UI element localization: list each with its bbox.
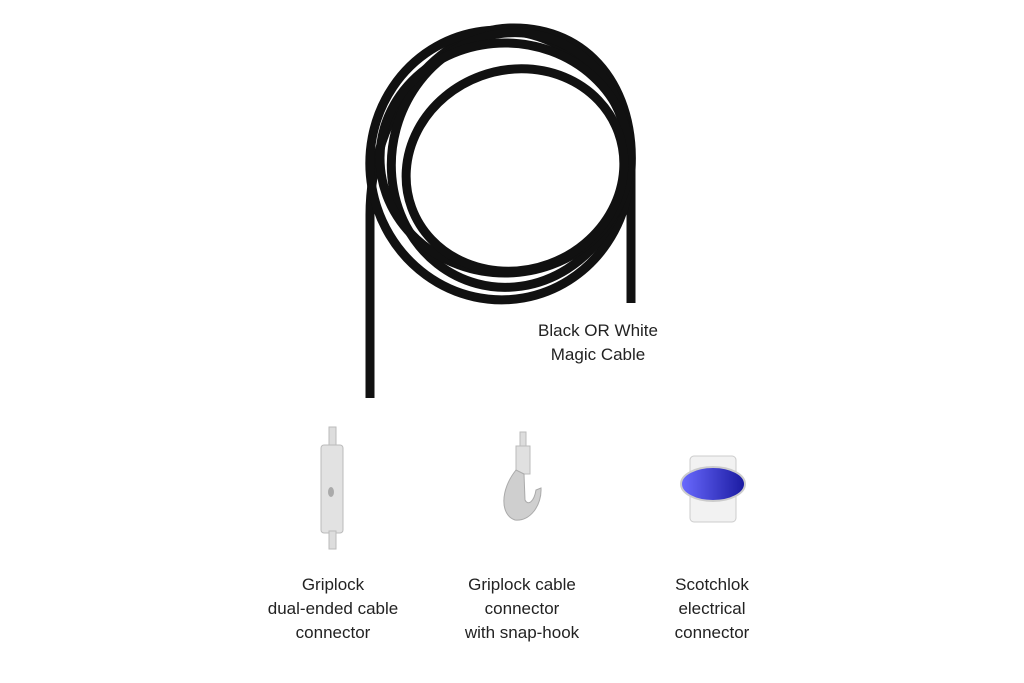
label-line: Scotchlok [675,575,749,594]
cable-label-line-1: Black OR White [538,321,658,340]
griplock-dual-label: Griplock dual-ended cable connector [268,573,398,645]
cable-label-line-2: Magic Cable [550,345,646,364]
griplock-hook-label: Griplock cable connector with snap-hook [465,573,579,645]
label-line: electrical [678,599,746,618]
griplock-snap-hook-icon [503,431,542,521]
label-line: with snap-hook [464,623,580,642]
magic-cable-coil [365,23,636,398]
griplock-dual-ended-icon [320,426,344,550]
label-line: Griplock [301,575,365,594]
cable-label: Black OR White Magic Cable [538,319,658,367]
scotchlok-label: Scotchlok electrical connector [675,573,750,645]
label-line: Griplock cable [468,575,576,594]
label-line: connector [674,623,750,642]
label-line: dual-ended cable [267,599,399,618]
scotchlok-connector-icon [680,455,746,523]
label-line: connector [484,599,560,618]
label-line: connector [295,623,371,642]
